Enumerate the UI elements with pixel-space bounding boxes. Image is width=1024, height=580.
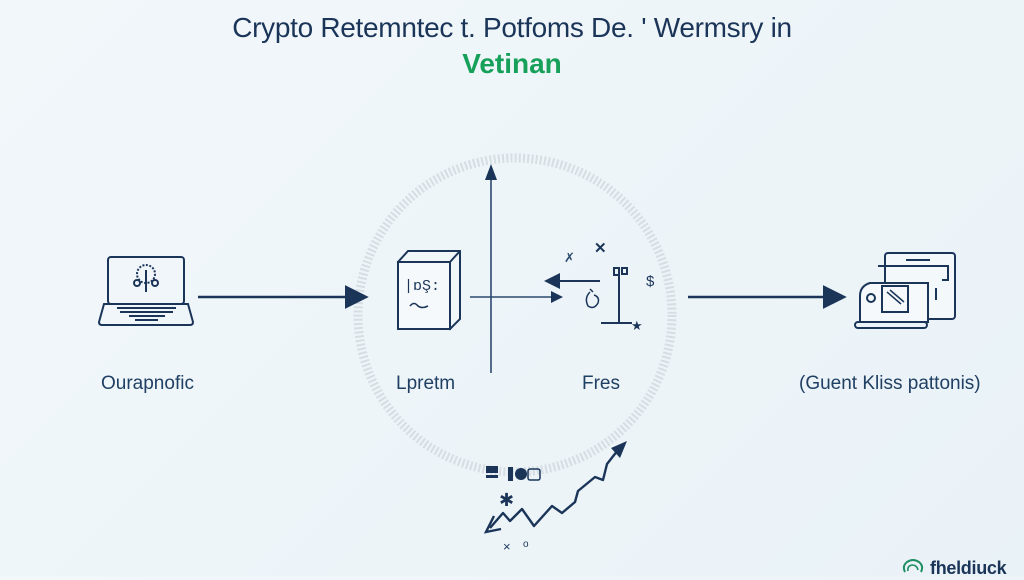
svg-text:|ɒŞ:: |ɒŞ: (404, 278, 440, 295)
growth-arrow (483, 441, 627, 534)
document-box-icon: |ɒŞ: (396, 250, 461, 331)
node-label-destination: (Guent Kliss pattonis) (799, 373, 981, 394)
scale-icon (585, 267, 632, 324)
cross-mark-icon: ✗ (564, 250, 575, 265)
crypto-tokens-icon (486, 466, 541, 481)
small-x-icon: × (503, 539, 511, 554)
page-title: Crypto Retemntec t. Potfoms De. ' Wermsr… (232, 12, 792, 43)
star-icon: ★ (631, 318, 643, 333)
brand-logo: fheldiuck (902, 556, 1007, 580)
node-label-source: Ourapnofic (101, 373, 194, 394)
x-mark-icon: ✕ (594, 240, 607, 257)
brain-icon (902, 559, 924, 573)
dollar-icon: $ (646, 273, 655, 290)
small-o-icon: o (523, 539, 529, 550)
machine-icon (854, 252, 956, 329)
asterisk-icon: ✱ (499, 490, 514, 510)
center-ring (353, 153, 677, 477)
vertical-axis-arrow (485, 164, 497, 373)
page-subtitle: Vetinan (462, 48, 562, 79)
laptop-icon (97, 256, 195, 326)
brand-logo-text: fheldiuck (930, 557, 1007, 578)
node-label-fees: Fres (582, 373, 620, 394)
node-label-platform: Lpretm (396, 373, 456, 394)
